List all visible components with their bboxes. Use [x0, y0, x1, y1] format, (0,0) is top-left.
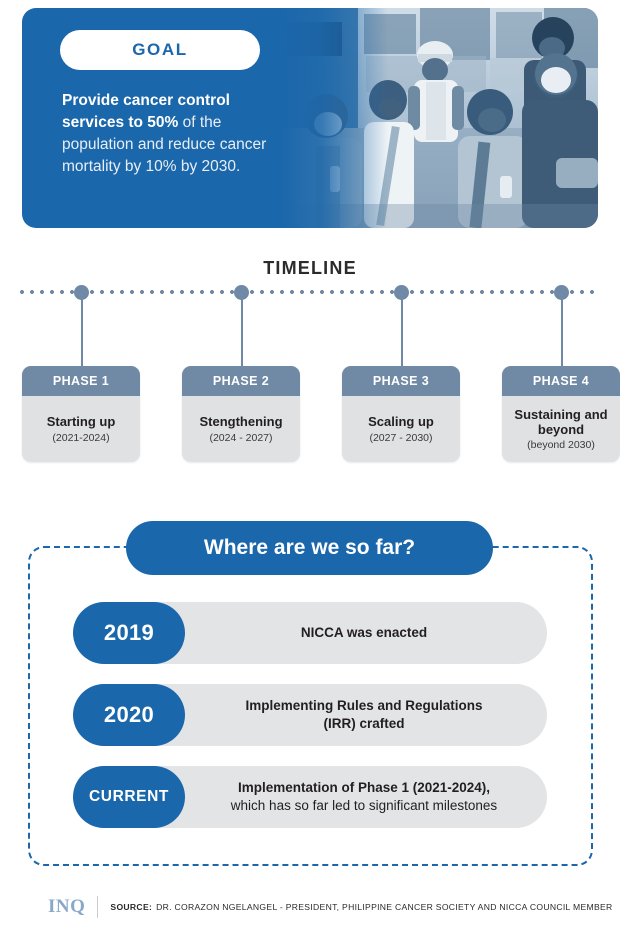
- phase-years: (2027 - 2030): [369, 431, 433, 444]
- milestone-bar: NICCA was enacted: [115, 602, 547, 664]
- goal-panel: GOAL Provide cancer control services to …: [22, 8, 598, 228]
- phase-years: (2024 - 2027): [209, 431, 273, 444]
- milestone-badge-2019: 2019: [73, 602, 185, 664]
- timeline-title: TIMELINE: [263, 258, 357, 278]
- phase-header-label: PHASE 1: [52, 374, 110, 388]
- photo-fade-overlay: [268, 8, 388, 228]
- milestone-bar: Implementation of Phase 1 (2021-2024), w…: [115, 766, 547, 828]
- milestone-bar: Implementing Rules and Regulations (IRR)…: [115, 684, 547, 746]
- phase-card-2[interactable]: PHASE 2 Stengthening (2024 - 2027): [182, 366, 300, 462]
- milestone-row[interactable]: Implementing Rules and Regulations (IRR)…: [73, 684, 547, 746]
- phase-card-1[interactable]: PHASE 1 Starting up (2021-2024): [22, 366, 140, 462]
- phase-name: Starting up: [46, 414, 116, 430]
- phase-body-4: Sustaining and beyond (beyond 2030): [502, 396, 620, 462]
- milestone-text: Implementing Rules and Regulations (IRR)…: [245, 697, 482, 733]
- timeline-stem-2: [240, 298, 243, 368]
- footer-source-label: SOURCE:: [110, 902, 153, 912]
- goal-statement-rest: of the population and reduce cancer mort…: [62, 114, 267, 175]
- timeline-node-1: [74, 285, 89, 300]
- phase-body-1: Starting up (2021-2024): [22, 396, 140, 462]
- phase-header-label: PHASE 3: [372, 374, 430, 388]
- milestone-badge-current: CURRENT: [73, 766, 185, 828]
- footer: INQ SOURCE: DR. CORAZON NGELANGEL - PRES…: [48, 896, 613, 918]
- phase-header-1: PHASE 1: [22, 366, 140, 396]
- phase-header-label: PHASE 2: [212, 374, 270, 388]
- milestone-row[interactable]: NICCA was enacted 2019: [73, 602, 547, 664]
- timeline-node-4: [554, 285, 569, 300]
- phase-name: Stengthening: [199, 414, 283, 430]
- progress-heading-pill: Where are we so far?: [126, 521, 493, 575]
- footer-divider: [97, 896, 99, 918]
- goal-pill-label: GOAL: [132, 40, 188, 59]
- milestone-line1: Implementation of Phase 1 (2021-2024),: [237, 780, 491, 796]
- phase-header-label: PHASE 4: [532, 374, 590, 388]
- milestone-badge-label: 2020: [103, 702, 155, 727]
- phase-years: (2021-2024): [52, 431, 110, 444]
- phase-years: (beyond 2030): [527, 439, 595, 452]
- phase-header-3: PHASE 3: [342, 366, 460, 396]
- goal-statement-strong: Provide cancer control services to 50%: [62, 92, 230, 131]
- timeline-stem-3: [400, 298, 403, 368]
- milestone-line1: NICCA was enacted: [300, 625, 428, 641]
- milestone-badge-label: CURRENT: [89, 788, 169, 805]
- timeline-node-3: [394, 285, 409, 300]
- timeline-dotted-track: [20, 290, 600, 294]
- timeline-node-2: [234, 285, 249, 300]
- timeline-stem-1: [80, 298, 83, 368]
- phase-header-4: PHASE 4: [502, 366, 620, 396]
- milestone-badge-2020: 2020: [73, 684, 185, 746]
- milestone-text: NICCA was enacted: [301, 624, 427, 642]
- phase-name: Sustaining and beyond: [514, 406, 608, 437]
- phase-card-4[interactable]: PHASE 4 Sustaining and beyond (beyond 20…: [502, 366, 620, 462]
- phase-header-2: PHASE 2: [182, 366, 300, 396]
- milestone-line2: (IRR) crafted: [323, 716, 405, 731]
- goal-statement: Provide cancer control services to 50% o…: [62, 90, 277, 178]
- progress-heading-label: Where are we so far?: [203, 536, 416, 559]
- footer-source-text: DR. CORAZON NGELANGEL - PRESIDENT, PHILI…: [156, 902, 613, 912]
- milestone-row[interactable]: Implementation of Phase 1 (2021-2024), w…: [73, 766, 547, 828]
- inquirer-logo: INQ: [48, 896, 86, 917]
- milestone-line1: Implementing Rules and Regulations: [245, 698, 483, 714]
- phase-card-3[interactable]: PHASE 3 Scaling up (2027 - 2030): [342, 366, 460, 462]
- timeline-stem-4: [560, 298, 563, 368]
- phase-name: Scaling up: [368, 414, 434, 430]
- phase-body-2: Stengthening (2024 - 2027): [182, 396, 300, 462]
- milestone-line2: which has so far led to significant mile…: [230, 798, 498, 813]
- goal-photo: [268, 8, 598, 228]
- goal-pill: GOAL: [60, 30, 260, 70]
- phase-body-3: Scaling up (2027 - 2030): [342, 396, 460, 462]
- milestone-badge-label: 2019: [103, 620, 155, 645]
- milestone-text: Implementation of Phase 1 (2021-2024), w…: [231, 779, 497, 815]
